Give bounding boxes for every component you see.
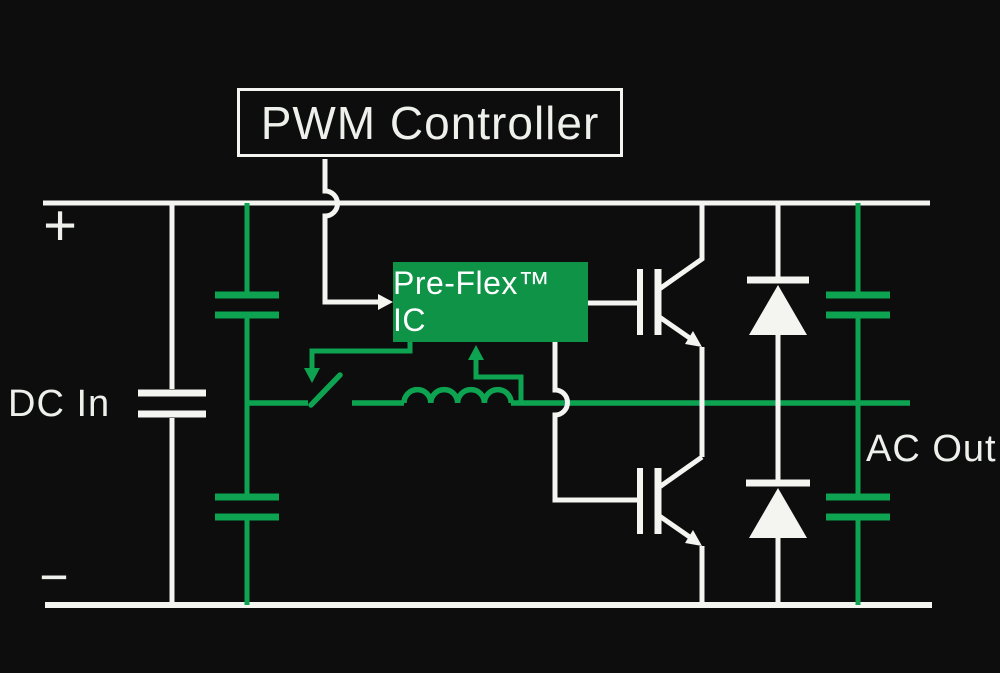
minus-terminal-label: − xyxy=(39,549,69,605)
feedback-wire xyxy=(473,357,524,403)
lower-gate-wire xyxy=(552,340,637,503)
ac-out-label: AC Out xyxy=(866,428,997,470)
upper-diode-triangle-icon xyxy=(749,285,807,335)
lower-emitter-wire xyxy=(656,512,696,543)
dc-bus-rails xyxy=(43,200,932,608)
diode-upper xyxy=(747,203,809,480)
preflex-power-path xyxy=(249,372,910,408)
preflex-ic-label: Pre-Flex™ IC xyxy=(393,265,551,338)
preflex-ic-box: Pre-Flex™ IC xyxy=(393,262,588,342)
output-capacitor-divider xyxy=(826,203,890,605)
lower-emitter-arrow-icon xyxy=(685,530,702,546)
dc-in-label: DC In xyxy=(8,383,111,425)
up-arrow-icon xyxy=(468,345,484,360)
upper-collector-wire xyxy=(656,203,705,293)
pwm-controller-label: PWM Controller xyxy=(260,96,600,149)
upper-emitter-wire xyxy=(656,313,696,344)
plus-terminal-label: + xyxy=(43,193,77,258)
pwm-signal-wire xyxy=(322,159,380,305)
input-bus-capacitor-divider xyxy=(215,203,279,605)
igbt-upper xyxy=(587,203,705,457)
lower-collector-wire xyxy=(656,454,704,491)
pwm-signal-path xyxy=(322,159,393,310)
lower-gate-drive-path xyxy=(552,340,637,503)
lower-diode-triangle-icon xyxy=(749,488,807,538)
pwm-controller-box: PWM Controller xyxy=(237,88,623,157)
dc-input-capacitor xyxy=(138,203,206,605)
upper-emitter-arrow-icon xyxy=(685,331,702,347)
inductor-coil xyxy=(401,386,514,404)
right-arrow-icon xyxy=(378,294,393,310)
igbt-lower xyxy=(637,454,705,605)
inductor-feedback-arrow xyxy=(468,345,524,403)
ic-switch-control-arrow xyxy=(304,342,413,383)
switch-control-wire xyxy=(309,342,413,372)
switch-blade xyxy=(308,372,343,408)
diode-lower xyxy=(746,479,810,605)
down-arrow-icon xyxy=(304,368,320,383)
